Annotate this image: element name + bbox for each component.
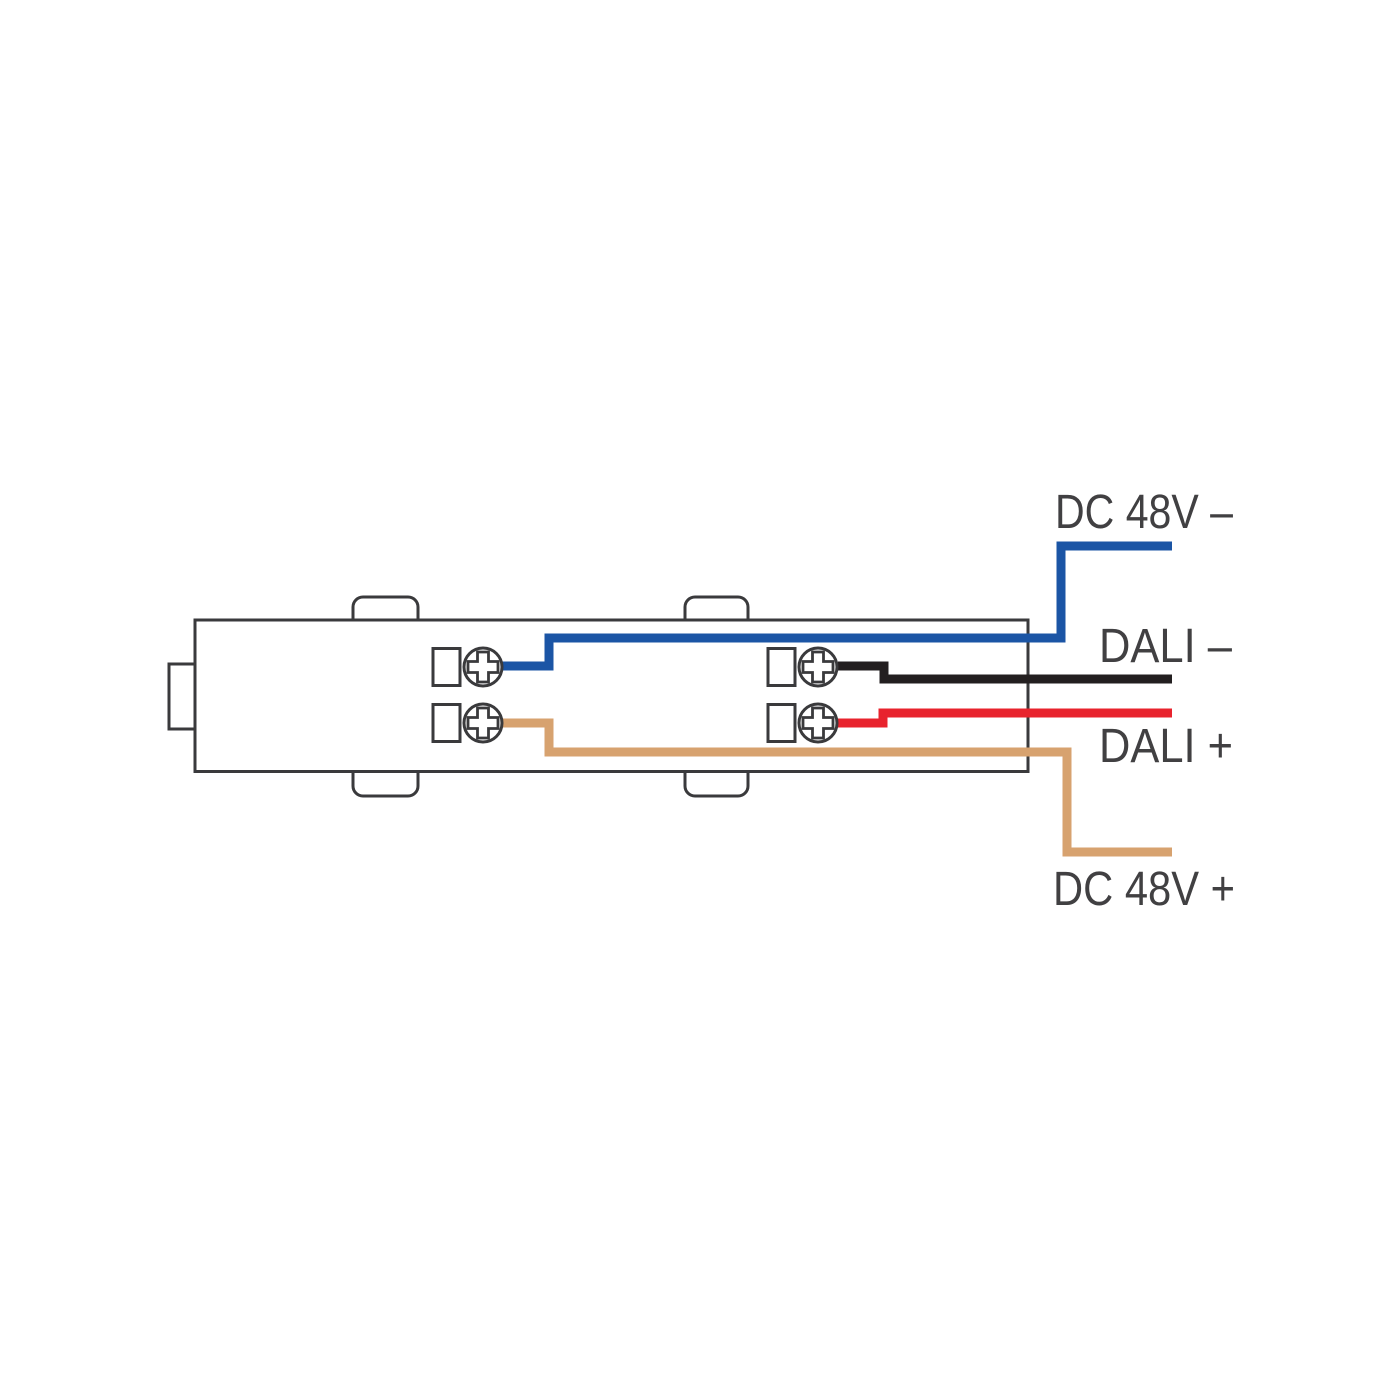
screw-terminal-top-left (431, 646, 504, 688)
connector-body (193, 618, 1030, 773)
connector-left-nub (167, 662, 197, 731)
screw-terminal-bottom-right (766, 702, 839, 744)
label-dc48v-negative: DC 48V – (1055, 485, 1233, 539)
wire-dc48v-negative (502, 541, 1172, 671)
label-dali-positive: DALI + (1099, 719, 1233, 773)
label-dc48v-positive: DC 48V + (1053, 862, 1235, 916)
screw-terminal-bottom-left (431, 702, 504, 744)
wire-dc48v-positive (502, 718, 1172, 857)
screw-terminal-top-right (766, 646, 839, 688)
wire-dali-negative (838, 661, 1172, 684)
wire-dali-positive (838, 708, 1172, 728)
label-dali-negative: DALI – (1099, 619, 1232, 673)
